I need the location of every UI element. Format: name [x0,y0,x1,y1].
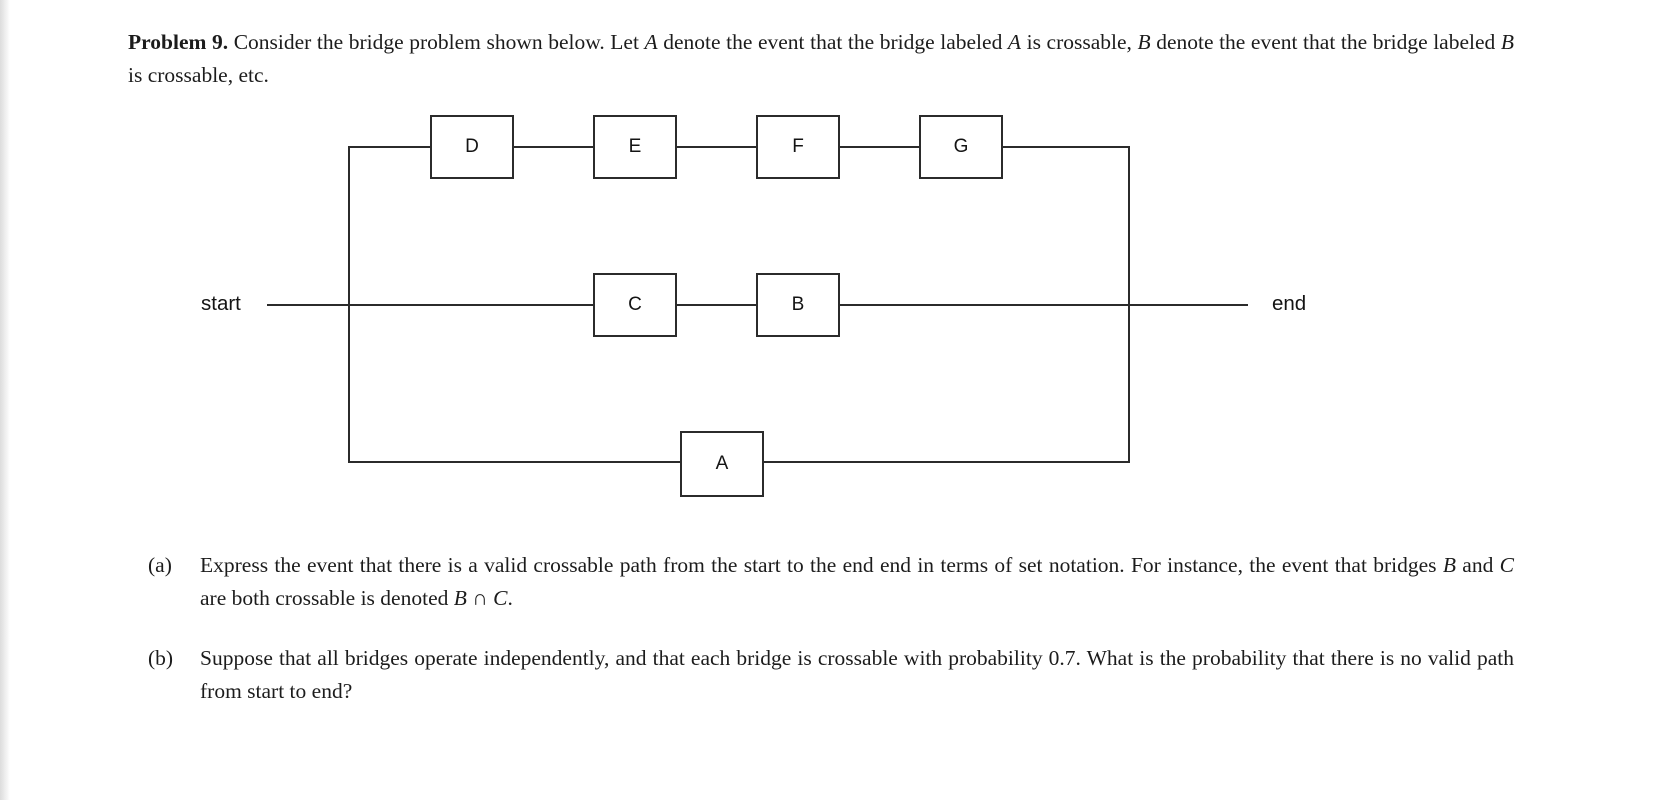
bridge-box-c: C [593,273,677,337]
part-a-text: Express the event that there is a valid … [200,553,1514,610]
problem-statement: Problem 9. Consider the bridge problem s… [128,30,1515,87]
part-b: (b) Suppose that all bridges operate ind… [148,642,1514,708]
bridge-box-a: A [680,431,764,497]
bridge-box-c-label: C [628,294,642,315]
bridge-box-d: D [430,115,514,179]
bridge-box-g-label: G [953,136,969,157]
part-a: (a) Express the event that there is a va… [148,549,1514,615]
part-a-marker: (a) [148,553,172,577]
part-b-text: Suppose that all bridges operate indepen… [200,646,1514,703]
end-label: end [1272,292,1307,315]
page-edge-shadow [0,0,10,800]
bridge-box-e-label: E [628,136,642,157]
bridge-box-d-label: D [465,136,479,157]
right-junction-line [1128,146,1130,463]
bridge-box-f-label: F [792,136,804,157]
bridge-diagram: D E F G C B A start end [0,90,1672,515]
bridge-box-e: E [593,115,677,179]
bridge-box-g: G [919,115,1003,179]
bridge-box-b-label: B [791,294,805,315]
bridge-box-f: F [756,115,840,179]
bridge-box-a-label: A [715,453,729,474]
start-label: start [201,292,241,315]
top-path-line [349,146,1130,148]
part-b-marker: (b) [148,646,174,670]
left-junction-line [348,146,350,463]
bridge-box-b: B [756,273,840,337]
